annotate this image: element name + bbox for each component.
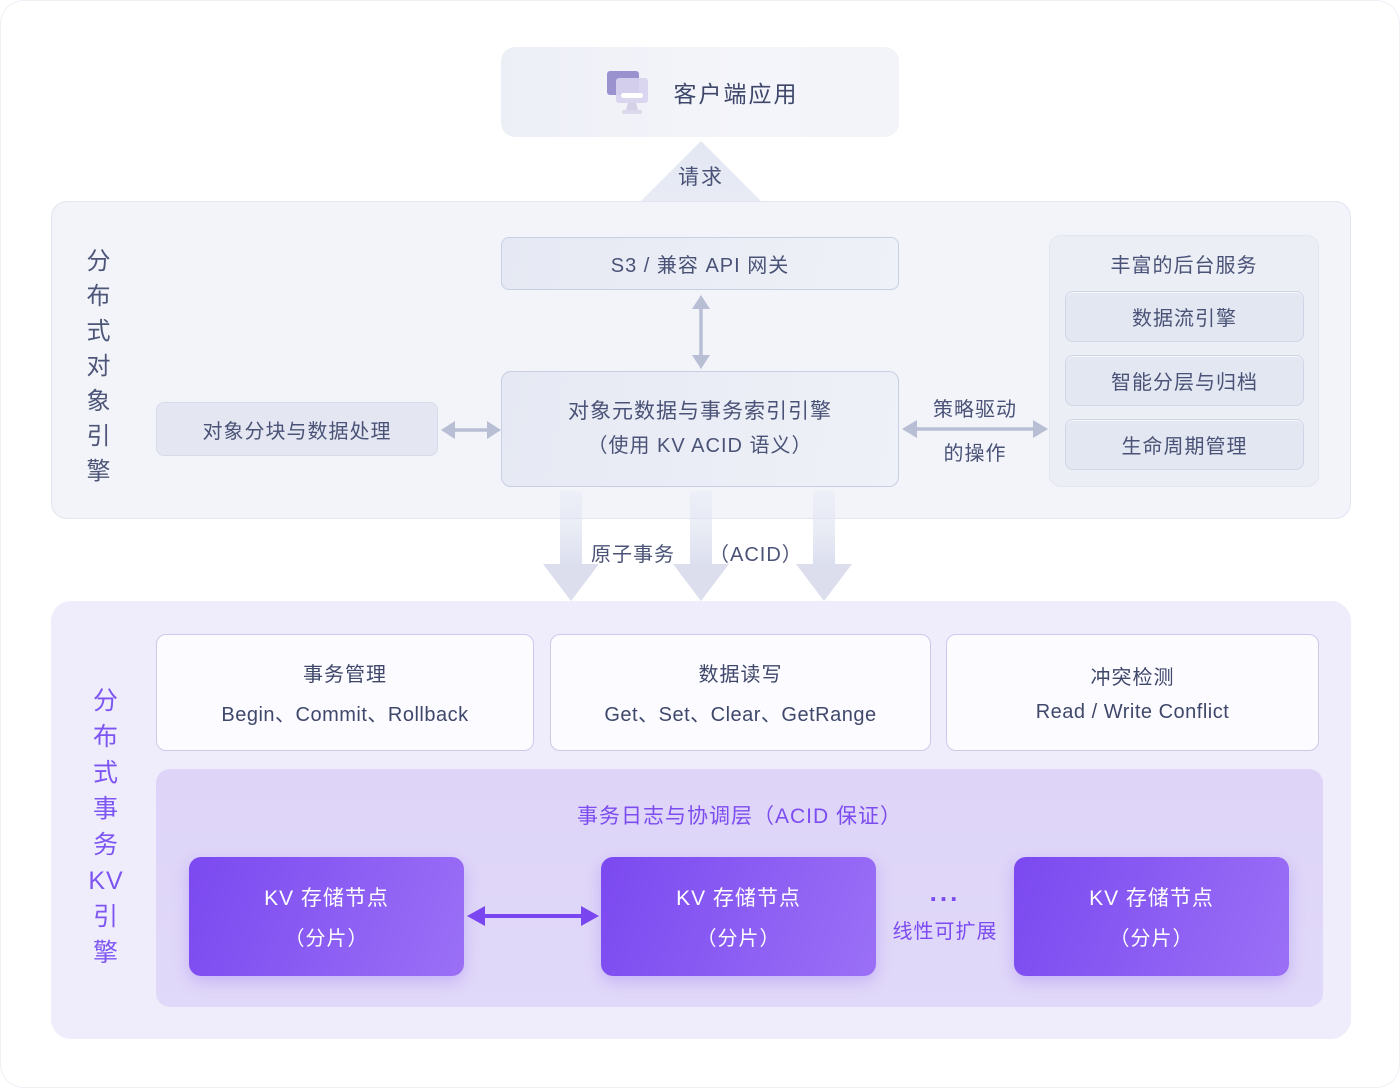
backend-services-title: 丰富的后台服务 [1110,255,1258,277]
kv-node-line2: （分片） [284,928,369,950]
atomic-arrow-2 [673,491,729,601]
backend-service-item: 智能分层与归档 [1065,355,1304,406]
atomic-arrow-1 [543,491,599,601]
atomic-label-right: （ACID） [709,544,803,566]
capability-box-transactions: 事务管理 Begin、Commit、Rollback [156,634,534,751]
kv-storage-node: KV 存储节点 （分片） [601,857,876,976]
backend-service-label: 智能分层与归档 [1111,372,1258,394]
request-arrow [641,141,761,237]
kv-node-line2: （分片） [696,928,781,950]
capability-box-conflict: 冲突检测 Read / Write Conflict [946,634,1319,751]
atomic-label-left: 原子事务 [591,544,675,566]
capability-title: 事务管理 [303,664,387,686]
policy-label-line2: 的操作 [943,443,1007,465]
scalability-label: 线性可扩展 [892,921,998,943]
policy-label-line1: 策略驱动 [933,399,1017,421]
kv-node-line1: KV 存储节点 [1089,887,1214,910]
capability-detail: Begin、Commit、Rollback [221,704,469,726]
s3-gateway-label: S3 / 兼容 API 网关 [610,255,790,277]
backend-service-label: 生命周期管理 [1121,436,1248,458]
capability-box-read-write: 数据读写 Get、Set、Clear、GetRange [550,634,931,751]
atomic-arrow-3 [796,491,852,601]
object-engine-side-label: 分 布 式 对 象 引 擎 [86,248,112,485]
capability-detail: Read / Write Conflict [1035,701,1230,723]
capability-title: 冲突检测 [1090,667,1175,689]
capability-detail: Get、Set、Clear、GetRange [604,704,877,726]
client-app-label: 客户端应用 [673,81,799,107]
kv-node-line2: （分片） [1109,928,1194,950]
monitor-icon [606,71,648,114]
metadata-engine-line1: 对象元数据与事务索引引擎 [568,400,832,423]
backend-service-label: 数据流引擎 [1132,308,1237,330]
client-app-node: 客户端应用 [501,47,899,137]
metadata-engine-node: 对象元数据与事务索引引擎 （使用 KV ACID 语义） [501,371,899,487]
metadata-engine-line2: （使用 KV ACID 语义） [587,435,813,457]
policy-ops-arrow [902,420,1048,438]
gateway-engine-arrow [692,295,710,369]
kv-storage-node: KV 存储节点 （分片） [189,857,464,976]
backend-service-item: 数据流引擎 [1065,291,1304,342]
ellipsis-label: ... [929,877,961,907]
request-arrow-label: 请求 [678,166,724,189]
kv-engine-side-label: 分 布 式 事 务 KV 引 擎 [88,687,124,967]
kv-node-line1: KV 存储节点 [264,887,389,910]
s3-gateway-node: S3 / 兼容 API 网关 [501,237,899,290]
coordination-layer-title: 事务日志与协调层（ACID 保证） [576,805,902,828]
kv-node-link-arrow [467,906,599,926]
chunk-engine-arrow [441,421,501,439]
kv-node-line1: KV 存储节点 [676,887,801,910]
chunking-node: 对象分块与数据处理 [156,402,438,456]
kv-storage-node: KV 存储节点 （分片） [1014,857,1289,976]
capability-title: 数据读写 [698,664,783,686]
chunking-label: 对象分块与数据处理 [202,420,392,443]
backend-service-item: 生命周期管理 [1065,419,1304,470]
